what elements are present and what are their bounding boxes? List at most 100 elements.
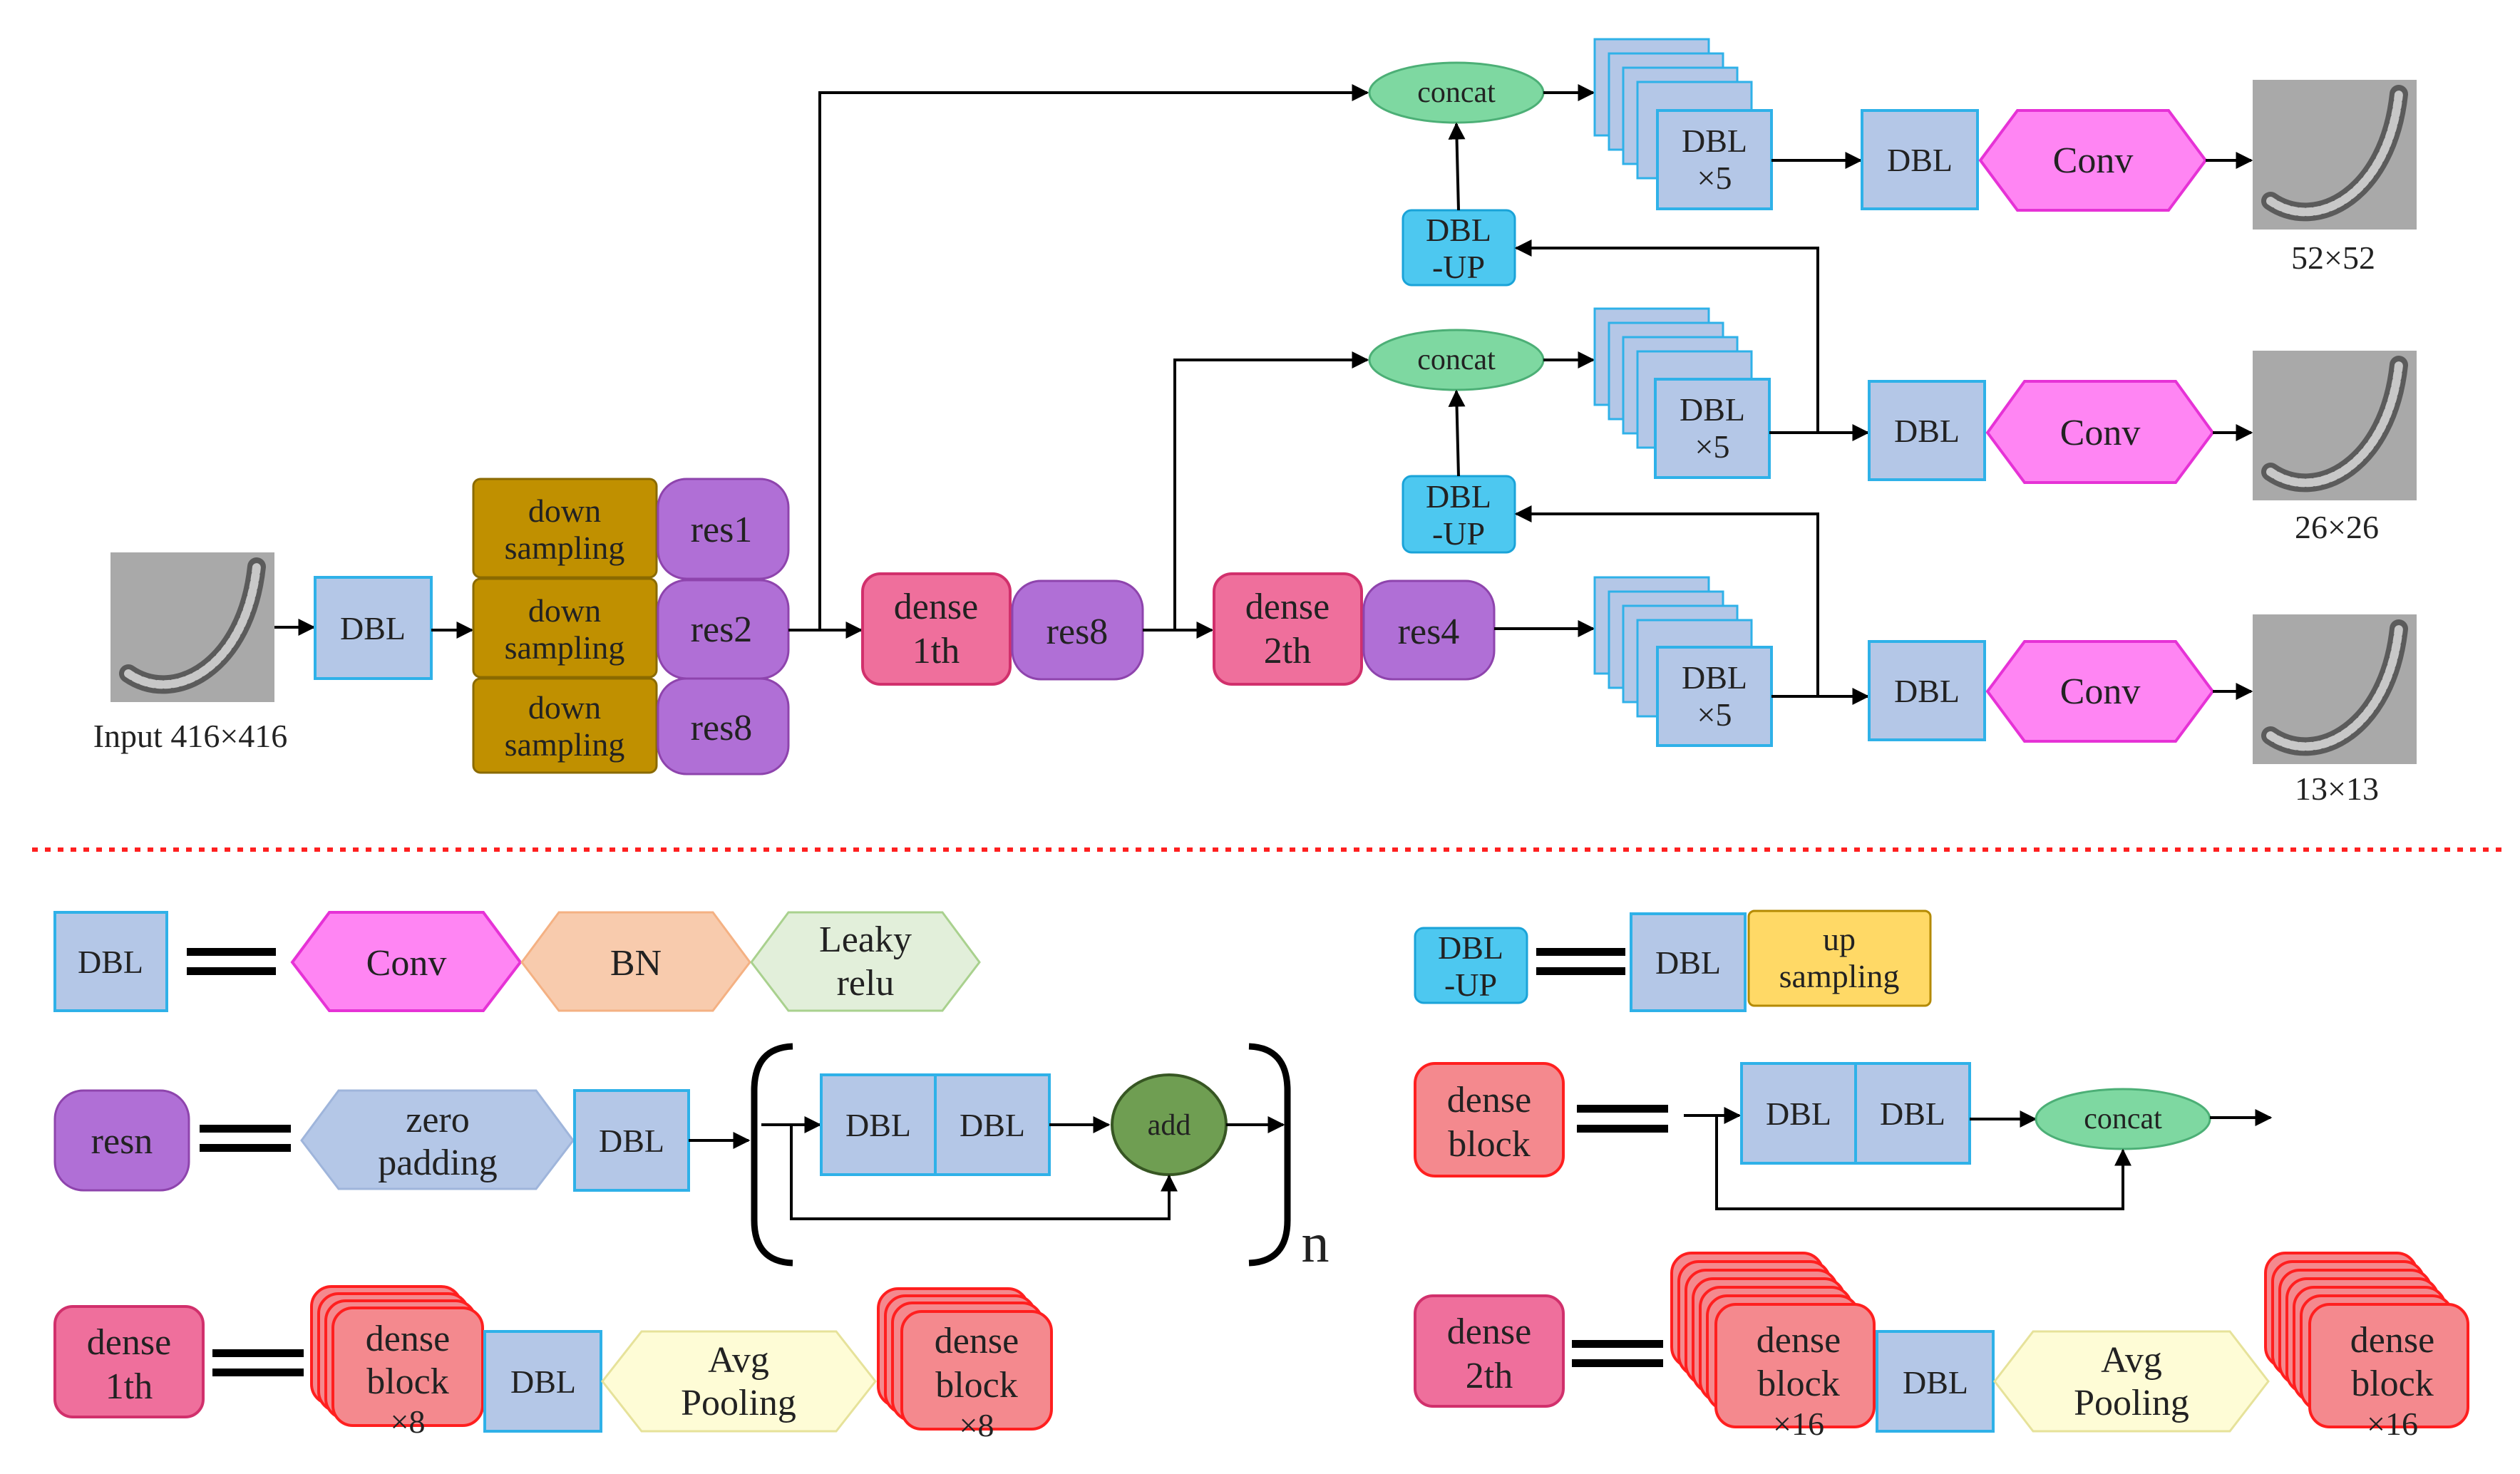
svg-text:Pooling: Pooling (681, 1383, 796, 1423)
legend-dense-block-x16-a: dense block ×16 (1670, 1252, 1876, 1442)
svg-text:sampling: sampling (1779, 958, 1900, 994)
svg-text:block: block (1448, 1124, 1531, 1165)
dbl-x5-stack-bottom: DBL ×5 (1593, 576, 1773, 747)
svg-text:×8: ×8 (960, 1407, 994, 1443)
legend-dense-1th-dbl: DBL (483, 1330, 602, 1433)
svg-text:DBL: DBL (78, 944, 143, 980)
svg-text:DBL: DBL (1887, 142, 1953, 178)
legend-resn: resn (53, 1089, 190, 1192)
dense-2th-block: dense 2th (1213, 572, 1363, 686)
svg-text:DBL: DBL (1894, 673, 1960, 709)
output-worm-image-3 (2253, 614, 2417, 764)
svg-text:down: down (528, 493, 601, 529)
legend-equals-resn (200, 1125, 291, 1152)
svg-text:sampling: sampling (505, 530, 625, 566)
svg-text:block: block (935, 1365, 1018, 1406)
svg-text:padding: padding (378, 1143, 498, 1183)
svg-text:dense: dense (1447, 1080, 1531, 1120)
legend-avg-pooling-2: Avg Pooling (1993, 1330, 2270, 1433)
svg-text:DBL: DBL (1682, 659, 1747, 696)
legend-resn-inner-dbl-1: DBL (820, 1073, 937, 1176)
legend-repeat-n: n (1302, 1212, 1330, 1274)
output-conv-bottom: Conv (1985, 640, 2215, 743)
svg-text:down: down (528, 689, 601, 726)
svg-text:concat: concat (1417, 76, 1496, 109)
svg-text:DBL: DBL (599, 1123, 664, 1159)
svg-text:DBL: DBL (1426, 478, 1491, 515)
svg-text:concat: concat (2084, 1103, 2162, 1135)
res1-block: res1 (657, 478, 790, 580)
legend-avg-pooling-1: Avg Pooling (601, 1330, 877, 1433)
input-caption: Input 416×416 (93, 718, 288, 754)
svg-text:up: up (1823, 921, 1856, 957)
legend-up-dbl: DBL (1630, 912, 1747, 1012)
svg-text:dense: dense (935, 1321, 1019, 1361)
legend-dense-inner-dbl-1: DBL (1740, 1062, 1857, 1165)
input-dbl-box (314, 576, 433, 680)
svg-text:relu: relu (837, 963, 895, 1004)
svg-text:DBL: DBL (1426, 212, 1491, 248)
legend-add: add (1111, 1073, 1228, 1176)
down-sampling-3: down sampling (472, 677, 658, 774)
concat-middle: concat (1368, 329, 1545, 391)
legend-concat: concat (2035, 1088, 2211, 1150)
legend-right-bracket (1248, 1043, 1291, 1267)
svg-text:×16: ×16 (1773, 1406, 1824, 1442)
svg-text:resn: resn (91, 1121, 153, 1162)
svg-text:Conv: Conv (366, 943, 447, 984)
svg-text:dense: dense (2350, 1320, 2434, 1361)
input-worm-image (110, 552, 274, 702)
output-dbl-top: DBL (1861, 109, 1979, 210)
legend-dbl-box: DBL (53, 911, 168, 1012)
svg-text:res4: res4 (1398, 612, 1460, 652)
svg-text:res8: res8 (1046, 612, 1109, 652)
svg-text:dense: dense (87, 1322, 171, 1363)
svg-text:dense: dense (1245, 587, 1330, 627)
legend-dense-block-x8-b: dense block ×8 (877, 1287, 1053, 1443)
legend-dense-2th: dense 2th (1414, 1294, 1565, 1408)
legend-left-bracket (751, 1043, 793, 1267)
svg-text:Conv: Conv (2060, 413, 2141, 453)
svg-text:Conv: Conv (2053, 140, 2134, 181)
legend-dense-2th-dbl: DBL (1876, 1330, 1995, 1433)
legend-resn-inner-dbl-2: DBL (934, 1073, 1051, 1176)
legend-dense-block-x16-b: dense block ×16 (2264, 1252, 2469, 1442)
svg-text:×16: ×16 (2367, 1406, 2418, 1442)
svg-text:concat: concat (1417, 344, 1496, 376)
legend-equals-dbl (187, 948, 276, 975)
legend-leaky-relu: Leaky relu (750, 911, 981, 1012)
svg-text:sampling: sampling (505, 629, 625, 666)
legend-dbl-up: DBL -UP (1414, 927, 1528, 1004)
legend-equals-dense-block (1577, 1105, 1668, 1133)
svg-text:1th: 1th (912, 631, 960, 671)
svg-text:add: add (1148, 1109, 1191, 1142)
legend-resn-dbl: DBL (573, 1089, 690, 1192)
legend-equals-dbl-up (1536, 948, 1625, 975)
output-worm-image-2 (2253, 351, 2417, 500)
legend-dense-1th: dense 1th (53, 1305, 205, 1418)
svg-text:DBL: DBL (1880, 1096, 1945, 1132)
legend-bn: BN (520, 911, 751, 1012)
svg-text:DBL: DBL (1680, 391, 1745, 428)
svg-text:DBL: DBL (510, 1364, 576, 1400)
svg-text:Conv: Conv (2060, 671, 2141, 712)
svg-text:down: down (528, 592, 601, 629)
svg-text:-UP: -UP (1432, 515, 1485, 552)
output-dbl-middle: DBL (1868, 380, 1986, 481)
dbl-x5-stack-top: DBL ×5 (1593, 38, 1773, 210)
svg-text:res1: res1 (691, 510, 753, 550)
svg-text:DBL: DBL (1438, 929, 1503, 966)
svg-text:res2: res2 (691, 609, 753, 650)
legend-dense-inner-dbl-2: DBL (1854, 1062, 1971, 1165)
svg-text:sampling: sampling (505, 726, 625, 763)
dense-1th-block: dense 1th (861, 572, 1012, 686)
legend-up-sampling: up sampling (1747, 909, 1932, 1007)
down-sampling-1: down sampling (472, 478, 658, 579)
svg-text:BN: BN (610, 943, 662, 984)
res2-block: res2 (657, 579, 790, 680)
output-conv-middle: Conv (1985, 380, 2215, 484)
svg-text:dense: dense (1757, 1320, 1841, 1361)
svg-text:×5: ×5 (1697, 160, 1732, 196)
legend-zero-padding: zero padding (300, 1089, 575, 1190)
output-caption-1: 52×52 (2291, 239, 2375, 276)
